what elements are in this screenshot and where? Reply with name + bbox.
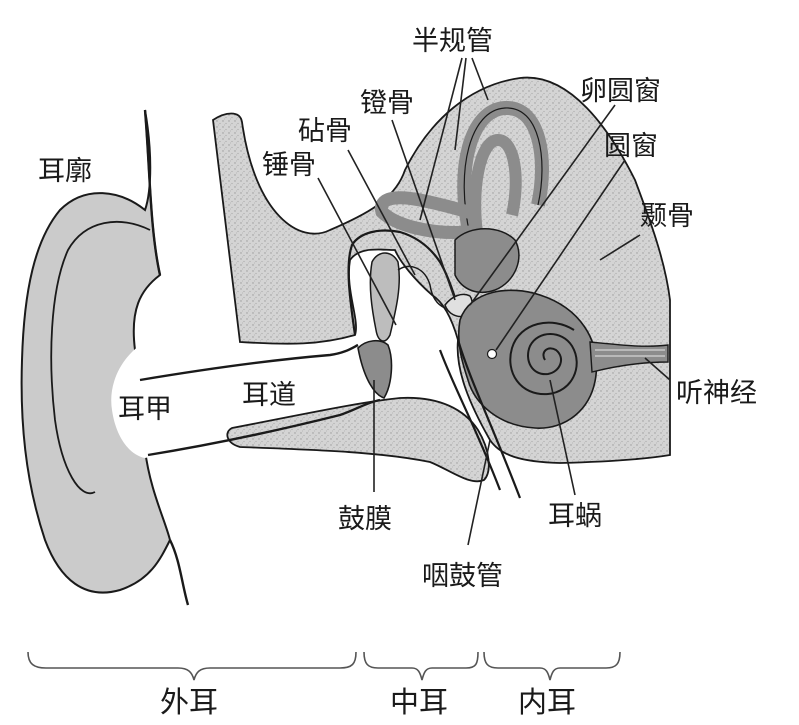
label-round-window: 圆窗 [604, 131, 658, 162]
section-outer-ear: 外耳 [160, 685, 218, 719]
label-semicircular-canals: 半规管 [412, 26, 493, 57]
eustachian-tube-shape [438, 339, 522, 499]
helix-fold [50, 220, 151, 495]
ear-canal-lower-wall [147, 398, 381, 457]
semicircular-canal-middle [469, 133, 522, 241]
label-stapes: 镫骨 [360, 88, 414, 119]
pinna-shape [20, 109, 172, 594]
round-window-dot [486, 348, 498, 360]
label-malleus: 锤骨 [262, 150, 316, 181]
label-eustachian-tube: 咽鼓管 [422, 561, 503, 592]
eardrum-shape [357, 339, 393, 399]
malleus-shape [369, 252, 401, 342]
section-middle-ear: 中耳 [390, 685, 448, 719]
leader-lines [317, 57, 671, 546]
label-temporal-bone: 颞骨 [640, 201, 694, 232]
semicircular-canal-lateral [374, 191, 480, 240]
label-pinna: 耳廓 [38, 156, 92, 187]
label-eardrum: 鼓膜 [338, 504, 392, 535]
brace-middle-ear [363, 651, 479, 681]
section-inner-ear: 内耳 [518, 685, 576, 719]
label-ear-canal: 耳道 [242, 380, 296, 411]
label-incus: 砧骨 [298, 116, 352, 147]
cochlea-spiral [509, 321, 578, 396]
head-outline [143, 109, 190, 606]
concha-area [111, 345, 166, 458]
brace-outer-ear [27, 651, 357, 681]
label-concha: 耳甲 [118, 394, 172, 425]
label-oval-window: 卵圆窗 [580, 76, 661, 107]
semicircular-canal-upper-outline [463, 107, 543, 236]
auditory-nerve-fibers [595, 349, 665, 357]
label-auditory-nerve: 听神经 [676, 378, 757, 409]
brace-inner-ear [483, 651, 621, 681]
incus-shape [397, 265, 446, 309]
vestibule [454, 228, 520, 294]
label-cochlea: 耳蜗 [548, 501, 602, 532]
ear-canal-upper-wall [139, 343, 359, 382]
